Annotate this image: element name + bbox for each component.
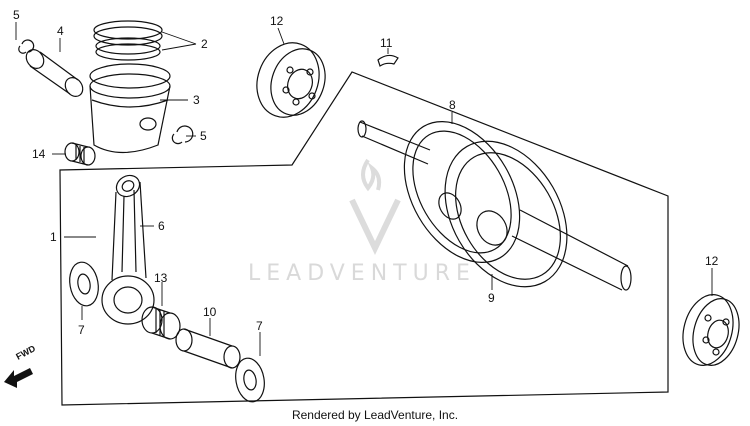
woodruff-key-11 <box>377 54 399 67</box>
small-end-bearing-14 <box>64 142 96 166</box>
thrust-washer-7-right <box>235 357 265 403</box>
label-13: 13 <box>154 271 168 285</box>
piston-rings-2 <box>93 20 163 61</box>
bearing-12-top <box>256 42 326 118</box>
label-9: 9 <box>488 291 495 305</box>
label-12-top: 12 <box>270 14 284 28</box>
label-2: 2 <box>201 37 208 51</box>
assembly-outline <box>59 71 669 406</box>
connecting-rod-6 <box>101 174 155 325</box>
watermark-logo <box>349 158 401 255</box>
piston-3 <box>89 63 171 154</box>
label-3: 3 <box>193 93 200 107</box>
fwd-label: FWD <box>14 343 37 362</box>
label-12-right: 12 <box>705 254 719 268</box>
needle-bearing-13 <box>141 306 181 340</box>
label-7-left: 7 <box>78 323 85 337</box>
circlip-5-right <box>171 125 194 145</box>
piston-pin-4 <box>25 49 84 97</box>
label-1: 1 <box>50 230 57 244</box>
label-7-right: 7 <box>256 319 263 333</box>
thrust-washer-7-left <box>69 261 99 307</box>
crank-pin-10 <box>175 328 241 369</box>
label-14: 14 <box>32 147 46 161</box>
label-8: 8 <box>449 98 456 112</box>
label-4: 4 <box>57 24 64 38</box>
label-5-top: 5 <box>13 8 20 22</box>
leader-lines <box>15 22 713 356</box>
footer-credit: Rendered by LeadVenture, Inc. <box>291 408 459 422</box>
label-5-right: 5 <box>200 129 207 143</box>
label-10: 10 <box>203 305 217 319</box>
bearing-12-right <box>682 294 740 366</box>
crankshaft-8-9 <box>357 120 632 291</box>
circlip-5-top <box>18 39 35 54</box>
fwd-arrow-icon: FWD <box>4 343 37 388</box>
label-6: 6 <box>158 219 165 233</box>
watermark-text: LEADVENTURE <box>248 261 476 286</box>
label-11: 11 <box>380 36 393 50</box>
